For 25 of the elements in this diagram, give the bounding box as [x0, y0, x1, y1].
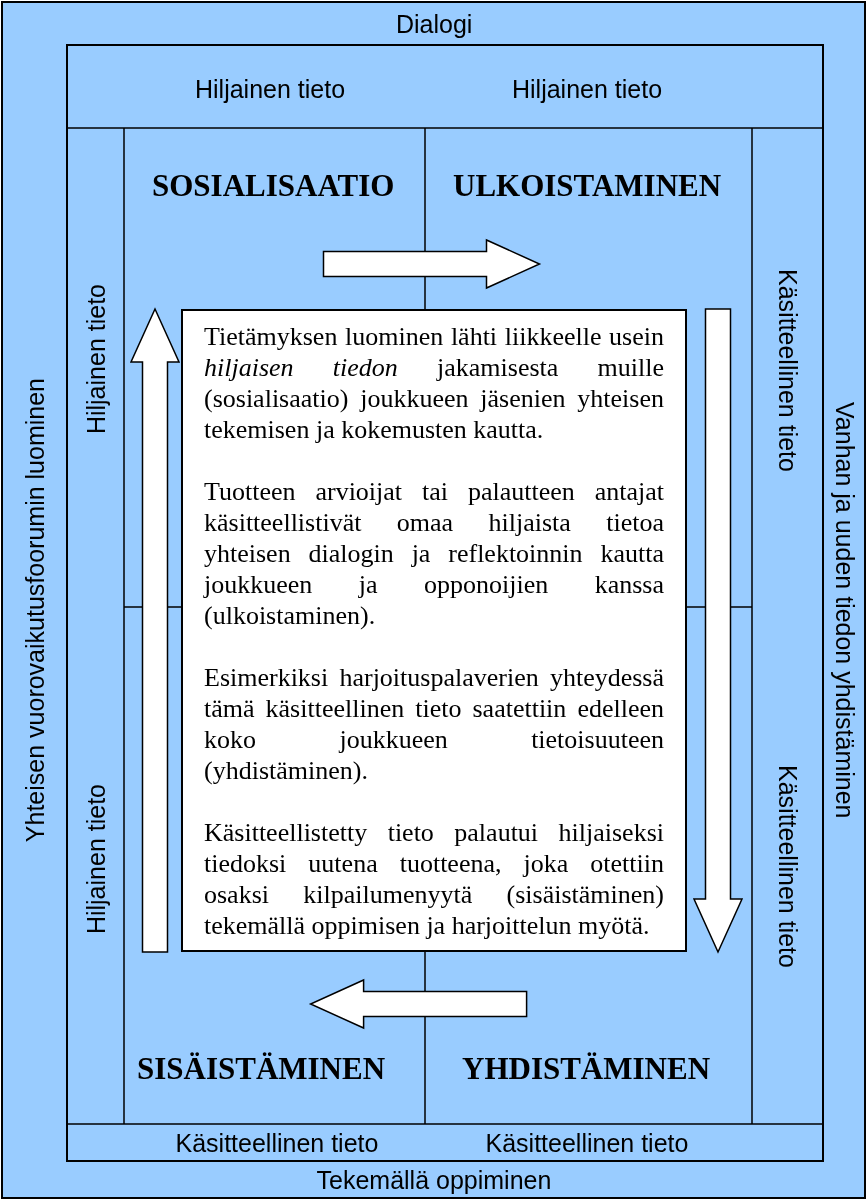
band-label: Tekemällä oppiminen: [316, 1167, 552, 1193]
text-box: [181, 309, 687, 952]
block-arrow: [129, 307, 181, 953]
paragraph: Tuotteen arvioijat tai palautteen antajat käsitteellistivät omaa hiljaista tietoa yhteisen dialogin ja reflektoinnin kautta joukkueen ja opponoijien kanssa (ulkoistaminen).: [204, 476, 664, 631]
vertical-label: Yhteisen vuorovaikutusfoorumin luominen: [22, 378, 48, 843]
band-label: Hiljainen tieto: [512, 76, 663, 102]
vertical-label: Hiljainen tieto: [83, 284, 109, 435]
vertical-label: Käsitteellinen tieto: [774, 268, 800, 472]
band-label: Dialogi: [396, 11, 473, 37]
paragraph: Esimerkiksi harjoituspalaverien yhteydessä tämä käsitteellinen tieto saatettiin edelleen koko joukkueen tietoisuuteen (yhdistäminen).: [204, 662, 664, 786]
band-label: Käsitteellinen tieto: [175, 1130, 379, 1156]
quadrant-title: YHDISTÄMINEN: [462, 1052, 711, 1084]
vertical-label: Hiljainen tieto: [83, 784, 109, 935]
quadrant-title: SISÄISTÄMINEN: [137, 1052, 386, 1084]
paragraph: Tietämyksen luominen lähti liikkeelle usein hiljaisen tiedon jakamisesta muille (sosialisaatio) joukkueen jäsenien yhteisen tekemisen ja kokemusten kautta.: [204, 321, 664, 445]
vertical-label: Käsitteellinen tieto: [774, 764, 800, 968]
quadrant-title: SOSIALISAATIO: [152, 169, 395, 201]
block-arrow: [322, 238, 542, 290]
block-arrow: [308, 978, 528, 1030]
block-arrow: [692, 308, 744, 954]
quadrant-title: ULKOISTAMINEN: [453, 169, 722, 201]
band-label: Hiljainen tieto: [195, 76, 346, 102]
band-label: Käsitteellinen tieto: [485, 1130, 689, 1156]
vertical-label: Vanhan ja uuden tiedon yhdistäminen: [831, 401, 857, 819]
paragraph: Käsitteellistetty tieto palautui hiljaiseksi tiedoksi uutena tuotteena, joka otettiin osaksi kilpailumenyytä (sisäistäminen) tekemällä oppimisen ja harjoittelun myötä.: [204, 817, 664, 941]
